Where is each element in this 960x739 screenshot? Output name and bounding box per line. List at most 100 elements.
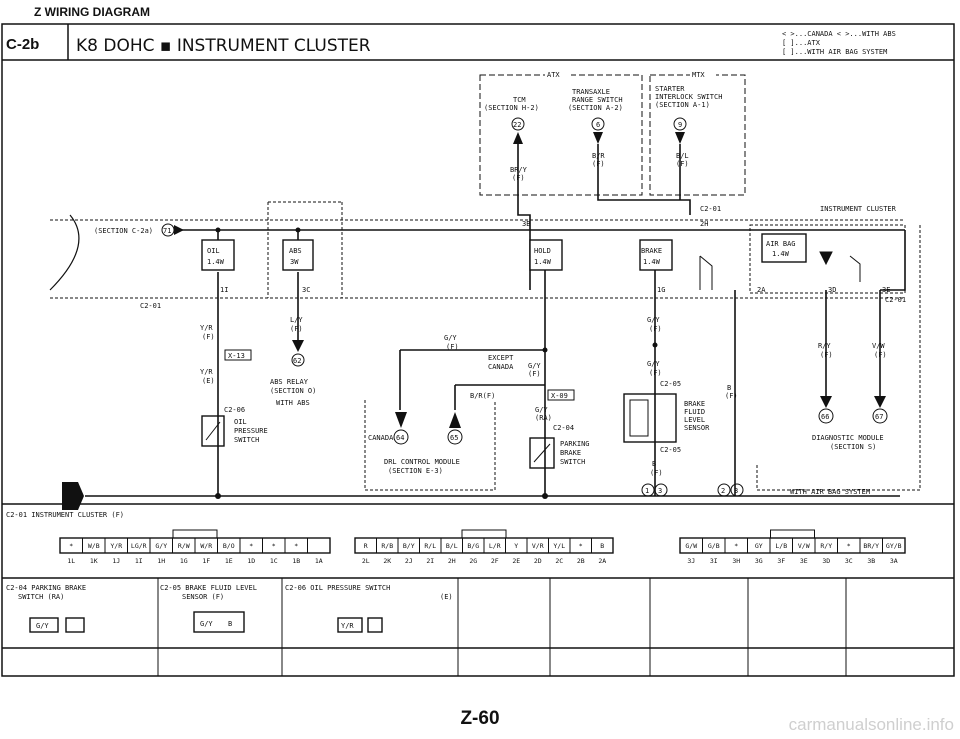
diag-section: (SECTION S) <box>830 443 876 451</box>
pin-3b: 3B <box>522 220 530 228</box>
pin-number: 3G <box>755 557 763 565</box>
oil-switch-3: SWITCH <box>234 436 259 444</box>
pin-wire-color: Y/R <box>110 542 122 550</box>
ground-symbol-icon <box>62 482 84 510</box>
page-code: C-2b <box>6 36 39 53</box>
pin-number: 1B <box>292 557 300 565</box>
wire-b-r-f: B/R(F) <box>470 392 495 400</box>
wire-g-y: G/Y <box>444 334 457 342</box>
wire-b-l-pos: (F) <box>676 160 689 168</box>
cluster-section-ref: (SECTION C-2a) <box>94 227 153 235</box>
wire-y-r: Y/R <box>200 324 213 332</box>
wire-l-y-pos: (F) <box>290 325 303 333</box>
pin-wire-color: * <box>69 542 73 550</box>
pin-number: 2L <box>362 557 370 565</box>
pin-number: 2H <box>448 557 456 565</box>
ref-x-13: X-13 <box>228 352 245 360</box>
wire-r-y-pos: (F) <box>820 351 833 359</box>
c205-wire-2: B <box>228 620 232 628</box>
pin-1g: 1G <box>657 286 665 294</box>
c206-wire: Y/R <box>341 622 354 630</box>
pin-number: 3A <box>890 557 898 565</box>
pin-wire-color: V/W <box>798 542 810 550</box>
pin-number: 2K <box>383 557 391 565</box>
pin-wire-color: * <box>579 542 583 550</box>
pin-3c: 3C <box>302 286 310 294</box>
pin-wire-color: * <box>847 542 851 550</box>
c204-sub: SWITCH (RA) <box>18 593 64 601</box>
hold-lamp: HOLD <box>534 247 551 255</box>
legend-line-3: [ ]...WITH AIR BAG SYSTEM <box>782 48 887 56</box>
pin-wire-color: W/B <box>88 542 100 550</box>
mtx-label: MTX <box>692 71 705 79</box>
with-abs: WITH ABS <box>276 399 310 407</box>
pin-1i: 1I <box>220 286 228 294</box>
c204-wire: G/Y <box>36 622 49 630</box>
cluster-label: INSTRUMENT CLUSTER <box>820 205 897 213</box>
pin-wire-color: R/L <box>424 542 436 550</box>
pin-number: 3J <box>687 557 695 565</box>
section-header: Z WIRING DIAGRAM <box>34 5 150 19</box>
pin-wire-color: * <box>734 542 738 550</box>
connector-c2-04: C2-04 <box>553 424 574 432</box>
connector-latch-group2 <box>461 529 507 538</box>
pin-number: 2J <box>405 557 413 565</box>
wire-b-1-pos: (F) <box>650 469 663 477</box>
wire-y-r-2: Y/R <box>200 368 213 376</box>
connector-c2-01-left: C2-01 <box>140 302 161 310</box>
pin-wire-color: G/B <box>708 542 720 550</box>
ground-3b: 3 <box>734 487 738 495</box>
page-number: Z-60 <box>460 708 500 729</box>
wire-y-r-pos: (F) <box>202 333 215 341</box>
drl-module: DRL CONTROL MODULE <box>384 458 460 466</box>
tcm-section: (SECTION H-2) <box>484 104 539 112</box>
parking-2: BRAKE <box>560 449 581 457</box>
wire-r-y: R/Y <box>818 342 831 350</box>
pin-wire-color: * <box>294 542 298 550</box>
wire-g-y-3-pos: (RA) <box>535 414 552 422</box>
pin-wire-color: B/G <box>467 542 479 550</box>
parking-3: SWITCH <box>560 458 585 466</box>
pin-wire-color: W/R <box>200 542 212 550</box>
connector-latch-group1 <box>172 529 218 538</box>
wire-l-y: L/Y <box>290 316 303 324</box>
pin-number: 2B <box>577 557 585 565</box>
pin-wire-color: B/L <box>446 542 458 550</box>
watermark: carmanualsonline.info <box>788 715 954 734</box>
pin-number: 1A <box>315 557 323 565</box>
pin-2a: 2A <box>757 286 766 294</box>
pin-wire-color: V/R <box>532 542 544 550</box>
connector-c2-05-b: C2-05 <box>660 446 681 454</box>
pin-number: 2E <box>512 557 520 565</box>
pin-wire-color: * <box>272 542 276 550</box>
pin-number: 3H <box>732 557 740 565</box>
abs-lamp-watt: 3W <box>290 258 299 266</box>
pin-wire-color: B/O <box>223 542 235 550</box>
pin-wire-color: R/Y <box>820 542 832 550</box>
canada: CANADA <box>368 434 394 442</box>
ref-66: 66 <box>821 413 829 421</box>
with-airbag: WITH AIR BAG SYSTEM <box>790 488 870 496</box>
legend-line-2: [ ]...ATX <box>782 39 821 47</box>
parking-1: PARKING <box>560 440 590 448</box>
oil-switch-1: OIL <box>234 418 247 426</box>
pin-wire-color: R/W <box>178 542 190 550</box>
c205-sub: SENSOR (F) <box>182 593 224 601</box>
pin-wire-color: B <box>600 542 604 550</box>
pin-number: 2I <box>426 557 434 565</box>
trans-ref: 6 <box>596 121 600 129</box>
pin-number: 1L <box>67 557 75 565</box>
wire-g-y-pos: (F) <box>446 343 459 351</box>
wire-g-y-2-pos: (F) <box>528 370 541 378</box>
atx-box <box>479 74 643 196</box>
pin-number: 3C <box>845 557 853 565</box>
brake-lamp: BRAKE <box>641 247 662 255</box>
ref-64: 64 <box>396 434 404 442</box>
pin-number: 3I <box>710 557 718 565</box>
tcm-ref: 22 <box>513 121 521 129</box>
ground-1: 1 <box>645 487 649 495</box>
pin-number: 3D <box>822 557 830 565</box>
c206-title: C2-06 OIL PRESSURE SWITCH <box>285 584 390 592</box>
mtx-line-2: INTERLOCK SWITCH <box>655 93 722 101</box>
pin-number: 1D <box>247 557 255 565</box>
